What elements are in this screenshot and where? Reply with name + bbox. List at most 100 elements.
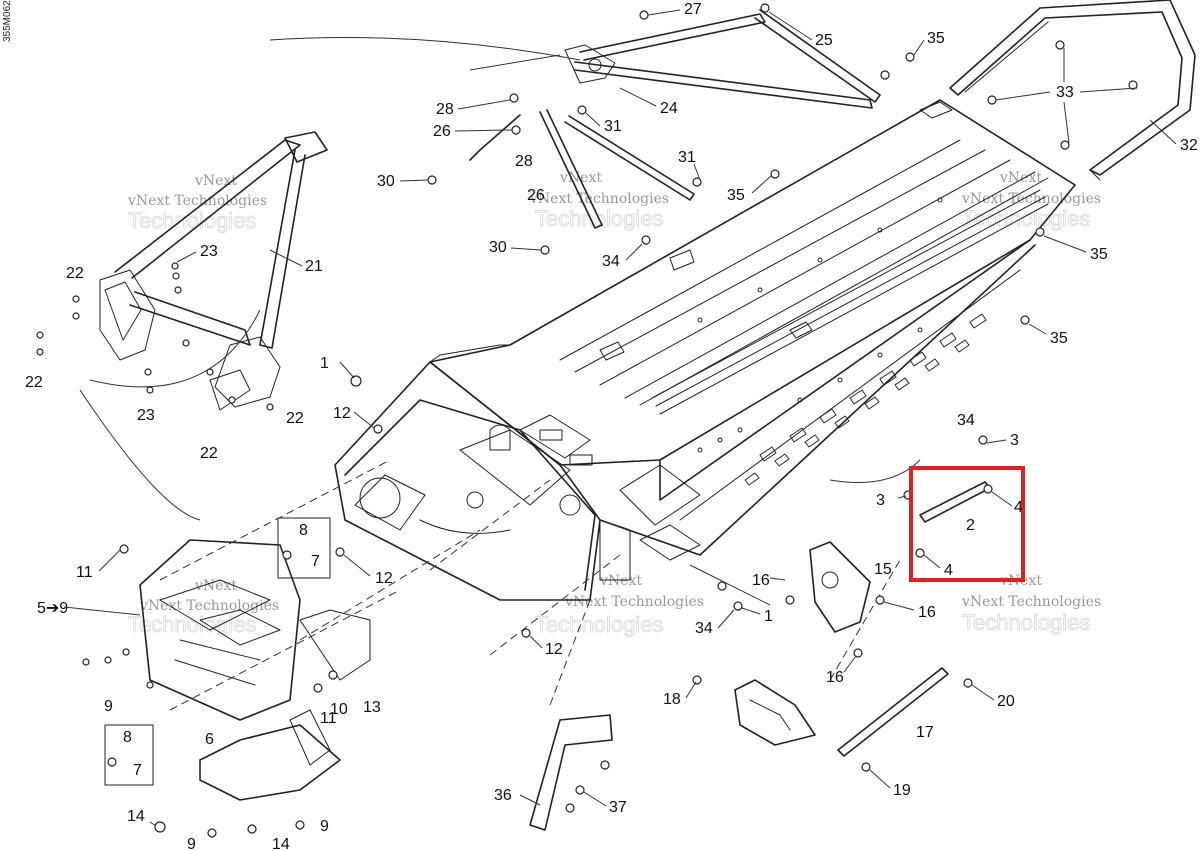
front-frame-21 xyxy=(99,131,328,411)
callout-26: 26 xyxy=(433,123,451,140)
steering-braces xyxy=(469,9,881,229)
watermark-text: vNext Technologies xyxy=(564,594,704,610)
callout-36: 36 xyxy=(494,787,512,804)
callout-5to9: 5➔9 xyxy=(37,600,68,617)
callout-16: 16 xyxy=(918,604,936,621)
callout-2: 2 xyxy=(966,517,975,534)
callout-9: 9 xyxy=(187,836,196,851)
watermark-text: vNext xyxy=(999,170,1042,186)
insert-box-8-7-bottom xyxy=(104,724,154,786)
callout-3: 3 xyxy=(876,492,885,509)
callout-11: 11 xyxy=(320,710,337,727)
rear-bumper-32 xyxy=(949,0,1196,181)
callout-14: 14 xyxy=(127,808,145,825)
callout-34: 34 xyxy=(957,412,975,429)
callout-1: 1 xyxy=(764,608,773,625)
watermark-text: vNext xyxy=(599,573,642,589)
callout-14: 14 xyxy=(272,836,290,851)
watermark-text: Technologies xyxy=(535,612,663,637)
highlight-box xyxy=(909,466,1025,582)
callout-labels: 27 25 35 33 32 24 28 26 31 28 31 30 26 3… xyxy=(25,1,1198,851)
callout-22: 22 xyxy=(66,265,84,282)
watermark-text: Technologies xyxy=(128,612,256,637)
callout-12: 12 xyxy=(545,641,563,658)
callout-24: 24 xyxy=(660,100,678,117)
callout-20: 20 xyxy=(997,693,1015,710)
callout-21: 21 xyxy=(305,258,323,275)
callout-6: 6 xyxy=(205,731,214,748)
callout-8: 8 xyxy=(299,522,308,539)
callout-9: 9 xyxy=(104,698,113,715)
callout-25: 25 xyxy=(815,32,833,49)
callout-8: 8 xyxy=(123,729,132,746)
bracket-15 xyxy=(809,541,871,633)
watermark-text: vNext Technologies xyxy=(139,598,279,614)
callout-15: 15 xyxy=(874,561,892,578)
callout-4: 4 xyxy=(944,562,953,579)
callout-28: 28 xyxy=(436,101,454,118)
callout-13: 13 xyxy=(363,699,381,716)
drawing-code: 355M0620 xyxy=(2,0,13,42)
callout-35: 35 xyxy=(1050,330,1068,347)
front-panel-5to9 xyxy=(139,539,371,721)
callout-1: 1 xyxy=(320,355,329,372)
callout-12: 12 xyxy=(333,405,351,422)
callout-22: 22 xyxy=(200,445,218,462)
callout-19: 19 xyxy=(893,782,911,799)
callout-16: 16 xyxy=(826,669,844,686)
callout-18: 18 xyxy=(663,691,681,708)
callout-27: 27 xyxy=(684,1,702,18)
watermark-text: vNext Technologies xyxy=(961,594,1101,610)
callout-30: 30 xyxy=(489,239,507,256)
skid-36 xyxy=(529,714,613,831)
tunnel-assembly xyxy=(429,99,1076,556)
callout-34: 34 xyxy=(602,253,620,270)
callout-28: 28 xyxy=(515,153,533,170)
callout-22: 22 xyxy=(25,374,43,391)
rail-slots xyxy=(744,313,987,486)
rivet-holes xyxy=(697,197,943,453)
leader-lines xyxy=(79,37,921,711)
callout-35: 35 xyxy=(1090,246,1108,263)
brace-17 xyxy=(837,667,949,757)
callout-leaders xyxy=(63,9,1177,827)
watermark-text: vNext Technologies xyxy=(127,193,267,209)
watermark-text: vNext Technologies xyxy=(529,191,669,207)
callout-10: 10 xyxy=(330,701,348,718)
lower-bracket-6 xyxy=(199,709,341,801)
callout-35: 35 xyxy=(727,187,745,204)
callout-3: 3 xyxy=(1010,432,1019,449)
callout-16: 16 xyxy=(752,572,770,589)
watermark-text: Technologies xyxy=(962,610,1090,635)
watermark-text: vNext xyxy=(559,170,602,186)
callout-35: 35 xyxy=(927,30,945,47)
callout-30: 30 xyxy=(377,173,395,190)
callout-31: 31 xyxy=(604,118,622,135)
callout-26: 26 xyxy=(527,187,545,204)
callout-17: 17 xyxy=(916,724,934,741)
bracket-18 xyxy=(734,679,816,746)
hardware xyxy=(36,3,1138,838)
callout-32: 32 xyxy=(1180,137,1198,154)
watermark-text: vNext xyxy=(194,173,237,189)
watermark-text: vNext xyxy=(194,578,237,594)
callout-7: 7 xyxy=(133,762,142,779)
watermark: vNext vNext Technologies Technologies vN… xyxy=(127,170,1101,637)
callout-12: 12 xyxy=(375,570,393,587)
callout-34: 34 xyxy=(695,620,713,637)
watermark-text: Technologies xyxy=(962,206,1090,231)
callout-7: 7 xyxy=(311,553,320,570)
running-board-2 xyxy=(919,481,991,523)
callout-9: 9 xyxy=(320,818,329,835)
callout-22: 22 xyxy=(286,410,304,427)
insert-box-8-7-top xyxy=(277,517,331,579)
front-bulkhead xyxy=(334,344,701,601)
callout-33: 33 xyxy=(1056,84,1074,101)
callout-11: 11 xyxy=(76,564,93,581)
callout-37: 37 xyxy=(609,799,627,816)
callout-23: 23 xyxy=(200,243,218,260)
callout-31: 31 xyxy=(678,149,696,166)
callout-23: 23 xyxy=(137,407,155,424)
callout-4: 4 xyxy=(1014,499,1023,516)
